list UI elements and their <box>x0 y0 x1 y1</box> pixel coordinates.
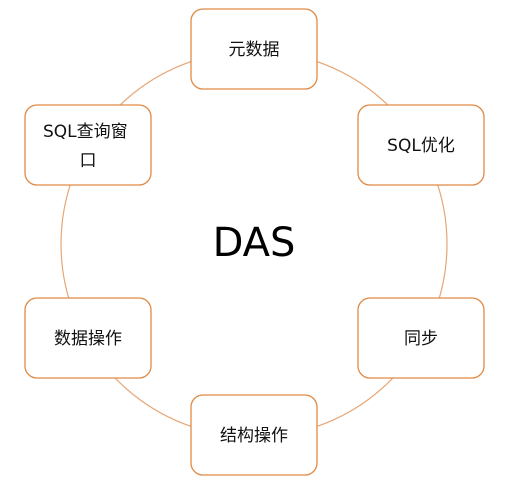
node-structure-ops-box <box>190 394 318 476</box>
node-sql-query-window-box <box>24 104 152 186</box>
node-metadata-box <box>190 8 318 90</box>
node-structure-ops-label: 结构操作 <box>220 426 288 446</box>
node-data-ops-label: 数据操作 <box>54 329 122 349</box>
node-sql-optimization-box <box>357 104 485 186</box>
node-structure-ops: 结构操作 <box>190 394 318 476</box>
center-label: DAS <box>213 220 296 266</box>
node-sql-query-window: SQL查询窗 口 <box>24 104 152 186</box>
node-data-ops: 数据操作 <box>24 297 152 379</box>
node-sql-query-window-label-line1: SQL查询窗 <box>43 122 128 142</box>
node-sql-optimization-label: SQL优化 <box>387 136 455 156</box>
node-metadata: 元数据 <box>190 8 318 90</box>
node-metadata-label: 元数据 <box>229 40 280 60</box>
node-sync: 同步 <box>357 297 485 379</box>
node-data-ops-box <box>24 297 152 379</box>
node-sync-box <box>357 297 485 379</box>
node-sql-query-window-label: SQL查询窗 口 <box>43 122 133 171</box>
node-sync-label: 同步 <box>404 329 438 349</box>
node-sql-query-window-label-line2: 口 <box>80 151 97 171</box>
node-sql-optimization: SQL优化 <box>357 104 485 186</box>
